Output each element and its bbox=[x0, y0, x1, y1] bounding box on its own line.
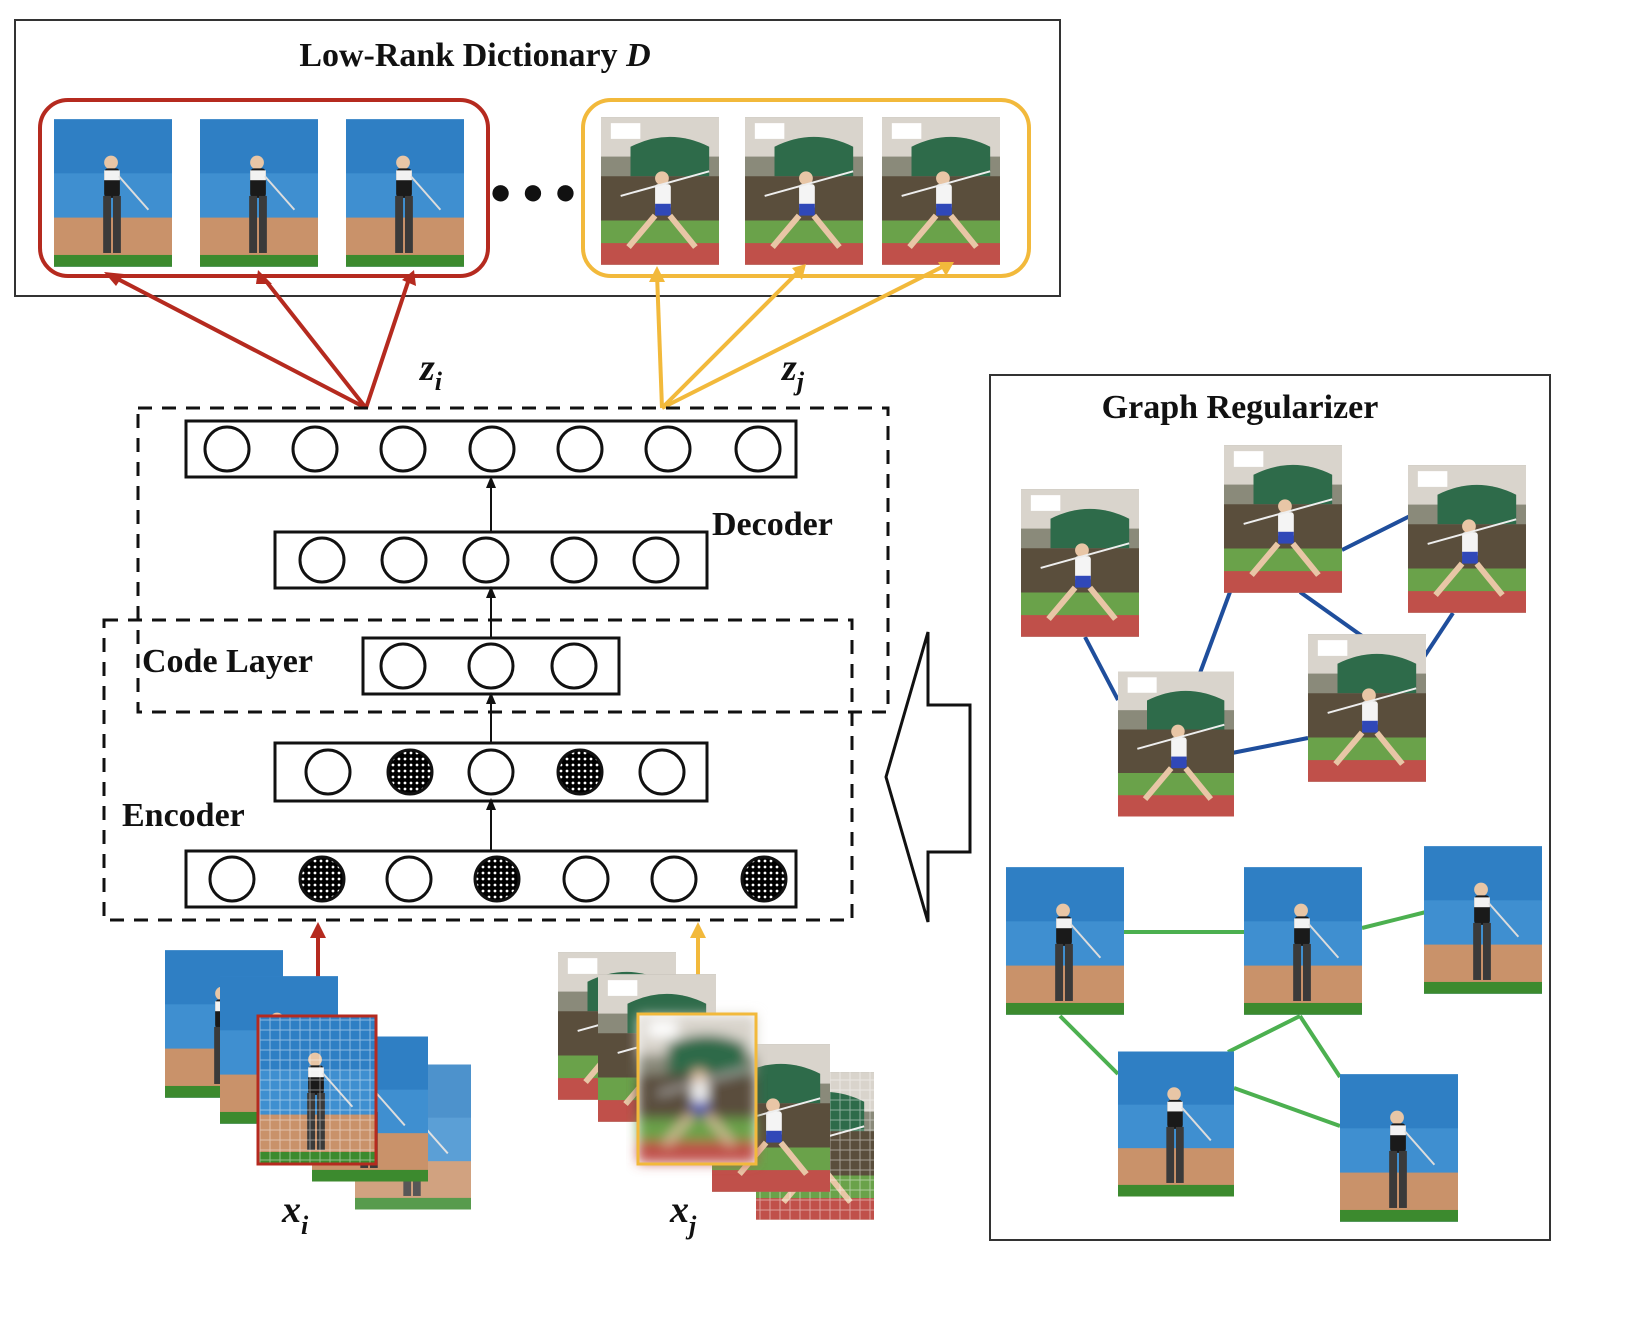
neuron-unit bbox=[468, 425, 516, 473]
dropout-unit bbox=[473, 855, 521, 903]
output-layer bbox=[184, 419, 798, 479]
graph-golf-node-5 bbox=[1340, 1074, 1458, 1222]
neuron-unit bbox=[556, 425, 604, 473]
graph-javelin-node-3 bbox=[1408, 465, 1526, 613]
encoder-label: Encoder bbox=[122, 797, 245, 834]
dict-javelin-image-3 bbox=[882, 117, 1000, 265]
neuron-unit bbox=[650, 855, 698, 903]
x-j-label: xj bbox=[669, 1189, 697, 1240]
code-layer bbox=[361, 636, 621, 696]
code-layer-label: Code Layer bbox=[142, 643, 313, 680]
javelin-dictionary-group bbox=[581, 98, 1031, 278]
graph-regularizer-arrow bbox=[884, 631, 972, 923]
graph-golf-node-2 bbox=[1244, 866, 1362, 1016]
neuron-unit bbox=[298, 536, 346, 584]
neuron-unit bbox=[550, 642, 598, 690]
graph-regularizer-title: Graph Regularizer bbox=[1102, 389, 1379, 426]
graph-golf-node-1 bbox=[1006, 866, 1124, 1016]
dict-golf-image-1 bbox=[54, 118, 172, 268]
neuron-unit bbox=[380, 536, 428, 584]
graph-golf-node-4 bbox=[1118, 1050, 1234, 1198]
decoder-label: Decoder bbox=[712, 506, 833, 543]
neuron-unit bbox=[644, 425, 692, 473]
decoder-hidden-layer bbox=[273, 530, 709, 590]
encoder-hidden-layer bbox=[273, 741, 709, 803]
neuron-unit bbox=[208, 855, 256, 903]
neuron-unit bbox=[385, 855, 433, 903]
neuron-unit bbox=[638, 748, 686, 796]
x-i-label: xi bbox=[281, 1189, 309, 1240]
golf-graph-edges bbox=[1058, 910, 1427, 1128]
javelin-reconstruction-arrows bbox=[655, 263, 947, 410]
javelin-graph-edges bbox=[1083, 514, 1455, 755]
decoder-region bbox=[136, 406, 890, 714]
dropout-unit bbox=[386, 748, 434, 796]
neuron-unit bbox=[467, 642, 515, 690]
neuron-unit bbox=[734, 425, 782, 473]
encoder-region bbox=[102, 618, 854, 922]
z-i-label: zi bbox=[418, 347, 443, 396]
dropout-unit bbox=[556, 748, 604, 796]
z-j-label: zj bbox=[780, 347, 805, 396]
golf-reconstruction-arrows bbox=[111, 274, 412, 410]
graph-javelin-node-2 bbox=[1224, 445, 1342, 593]
neuron-unit bbox=[467, 748, 515, 796]
neuron-unit bbox=[203, 425, 251, 473]
x-j-image-stack bbox=[558, 952, 874, 1222]
dict-javelin-image-2 bbox=[745, 117, 863, 265]
neuron-unit bbox=[562, 855, 610, 903]
dropout-unit bbox=[298, 855, 346, 903]
dictionary-title: Low-Rank Dictionary D bbox=[299, 37, 650, 74]
neuron-unit bbox=[632, 536, 680, 584]
graph-javelin-node-1 bbox=[1021, 489, 1139, 637]
graph-golf-node-3 bbox=[1424, 846, 1542, 994]
neuron-unit bbox=[379, 642, 427, 690]
neuron-unit bbox=[550, 536, 598, 584]
neuron-unit bbox=[304, 748, 352, 796]
dictionary-ellipsis: ● ● ● bbox=[489, 171, 577, 213]
neuron-unit bbox=[291, 425, 339, 473]
x-i-image-stack bbox=[165, 950, 471, 1211]
dropout-unit bbox=[740, 855, 788, 903]
neuron-unit bbox=[379, 425, 427, 473]
dict-golf-image-2 bbox=[200, 118, 318, 268]
dict-javelin-image-1 bbox=[601, 117, 719, 265]
graph-javelin-node-5 bbox=[1118, 672, 1234, 817]
graph-javelin-node-4 bbox=[1308, 634, 1426, 782]
neuron-unit bbox=[462, 536, 510, 584]
dict-golf-image-3 bbox=[346, 118, 464, 268]
input-layer bbox=[184, 849, 798, 909]
